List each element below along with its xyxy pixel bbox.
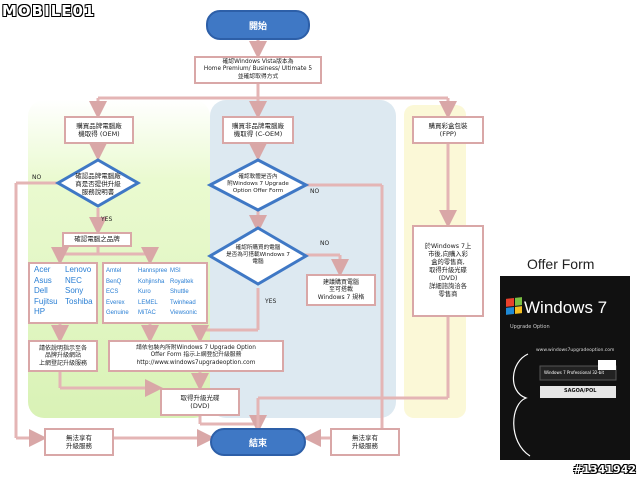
site-logo: MOBILE01 bbox=[2, 2, 96, 20]
offer-edition: Windows 7 Professional 32-bit bbox=[544, 370, 605, 375]
brand-name: Royaltek bbox=[170, 278, 194, 285]
coem-decision-diamond bbox=[206, 158, 310, 212]
coem-decision2-text: 確認所購買的電腦 是否為可搭載Windows 7 電腦 bbox=[226, 245, 290, 265]
brand-name: MiTAC bbox=[138, 310, 156, 316]
no-label-coem: NO bbox=[310, 188, 320, 195]
coem-decision-text: 確認軟體是否內 附Windows 7 Upgrade Option Offer … bbox=[227, 174, 289, 194]
brand-name: NEC bbox=[65, 275, 82, 285]
oem-decision-diamond bbox=[54, 158, 142, 208]
contact-coem-box: 請依包裝內所附Windows 7 Upgrade Option Offer Fo… bbox=[108, 340, 284, 372]
brand-name: Asus bbox=[34, 275, 52, 285]
brand-name: Viewsonic bbox=[170, 310, 197, 316]
brand-name: Shuttle bbox=[170, 289, 189, 295]
yes-label-oem: YES bbox=[101, 216, 113, 223]
yes-label-coem2: YES bbox=[265, 298, 277, 305]
fpp-desc-box: 於Windows 7上 市後,向購入彩 盒的零售商, 取得升級光碟 (DVD) … bbox=[412, 225, 484, 317]
brand-name: Twinhead bbox=[170, 299, 196, 306]
start-node: 開始 bbox=[206, 10, 310, 40]
offer-form-card: Windows 7 Upgrade Option www.windows7upg… bbox=[500, 276, 630, 460]
brand-name: Toshiba bbox=[65, 296, 93, 306]
no-service-right-box: 無法享有 升級服務 bbox=[330, 428, 400, 456]
watermark: #1341942 bbox=[573, 463, 636, 476]
brand-name: Acer bbox=[34, 265, 51, 274]
brand-name: Everex bbox=[106, 299, 125, 306]
brand-name: HP bbox=[34, 307, 46, 316]
offer-subtitle: Upgrade Option bbox=[510, 324, 550, 330]
brand-name: Fujitsu bbox=[34, 296, 58, 306]
brand-name: LEMEL bbox=[138, 299, 158, 306]
no-service-left-box: 無法享有 升級服務 bbox=[44, 428, 114, 456]
brand-name: Kohjinsha bbox=[138, 278, 165, 285]
suggest-coem-box: 建議購買電腦 至可搭載 Windows 7 規格 bbox=[306, 274, 376, 306]
get-dvd-box: 取得升級光碟 (DVD) bbox=[160, 388, 240, 416]
envelope-graphic bbox=[512, 353, 617, 457]
windows-flag-icon bbox=[506, 297, 522, 315]
brand-name: Genuine bbox=[106, 310, 129, 316]
brand-name: Hannspree bbox=[138, 268, 168, 274]
offer-url: www.windows7upgradeoption.com bbox=[536, 348, 615, 353]
brand-name: ECS bbox=[106, 289, 119, 295]
no-label-oem: NO bbox=[32, 174, 42, 181]
minor-brands-box bbox=[102, 262, 208, 324]
fpp-buy-box: 購買彩盒包裝 (FPP) bbox=[412, 116, 484, 144]
brand-name: Kuro bbox=[138, 289, 151, 295]
contact-brand-box: 請依說明指示至各 品牌升級網站 上網登記升級服務 bbox=[28, 340, 98, 372]
brand-name: Amtel bbox=[106, 268, 122, 274]
brand-name: MSI bbox=[170, 268, 181, 274]
confirm-brand-box: 確認電腦之品牌 bbox=[62, 232, 132, 247]
offer-sku: SAGOA/POL bbox=[564, 388, 597, 394]
coem-decision2-diamond bbox=[207, 226, 309, 286]
windows-brand: Windows 7 bbox=[524, 298, 608, 317]
no-label-coem2: NO bbox=[320, 240, 330, 247]
offer-form-heading: Offer Form bbox=[527, 256, 595, 272]
oem-buy-box: 購買品牌電腦廠 機取得 (OEM) bbox=[64, 116, 134, 144]
confirm-version-box: 確認Windows Vista版本為 Home Premium/ Busines… bbox=[194, 56, 322, 84]
major-brands-box bbox=[28, 262, 98, 324]
oem-decision-text: 確認品牌電腦廠 商是否提供升級 服務說明書 bbox=[75, 172, 121, 197]
brand-name: Dell bbox=[34, 286, 48, 295]
end-node: 結束 bbox=[210, 428, 306, 456]
brand-name: BenQ bbox=[106, 278, 122, 285]
coem-buy-box: 購買非品牌電腦廠 機取得 (C-OEM) bbox=[222, 116, 294, 144]
brand-name: Lenovo bbox=[65, 265, 92, 274]
brand-name: Sony bbox=[65, 286, 84, 295]
